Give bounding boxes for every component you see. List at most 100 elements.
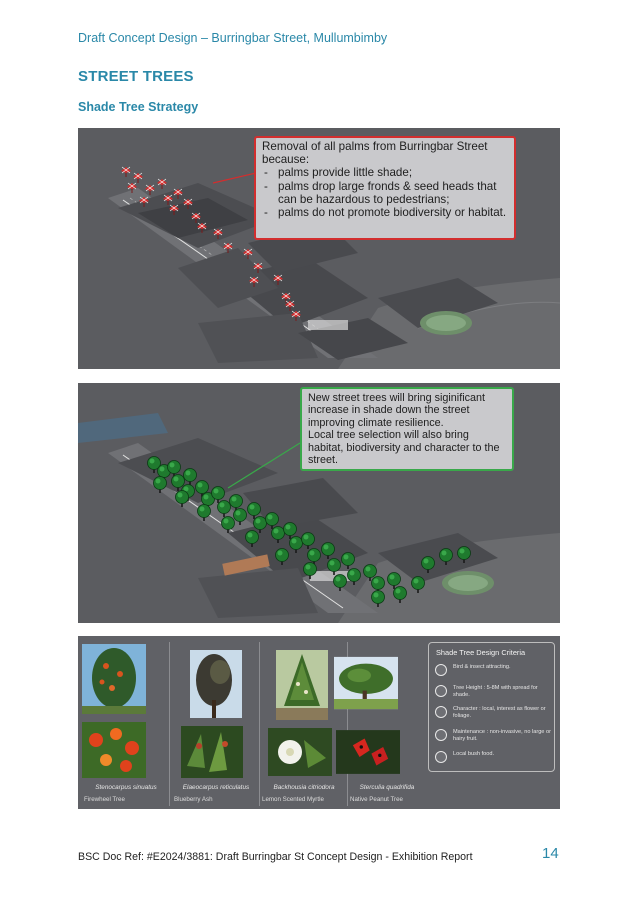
plant-photo <box>190 650 242 718</box>
palm-reasons-list: palms provide little shade; palms drop l… <box>262 166 508 219</box>
plant-scientific-name: Elaeocarpus reticulatus <box>182 784 250 791</box>
tree-marker-icon <box>197 504 211 521</box>
tree-marker-icon <box>421 556 435 573</box>
tree-marker-icon <box>371 590 385 607</box>
footer-doc-ref: BSC Doc Ref: #E2024/3881: Draft Burringb… <box>78 851 473 863</box>
document-header: Draft Concept Design – Burringbar Street… <box>78 31 388 45</box>
criteria-text: Maintenance : non-invasive, no large or … <box>453 729 551 742</box>
tree-marker-icon <box>211 486 225 503</box>
tree-marker-icon <box>233 508 247 525</box>
tree-marker-icon <box>275 548 289 565</box>
plant-common-name: Firewheel Tree <box>84 796 125 803</box>
section-title: STREET TREES <box>78 68 194 85</box>
plant-common-name: Native Peanut Tree <box>350 796 403 803</box>
palm-removal-diagram: Removal of all palms from Burringbar Str… <box>78 128 560 369</box>
tree-marker-icon <box>333 574 347 591</box>
tree-species-panel: Stenocarpus sinuatus Firewheel Tree Elae… <box>78 636 560 809</box>
criteria-title: Shade Tree Design Criteria <box>436 648 526 657</box>
plant-card: Backhousia citriodora Lemon Scented Myrt… <box>260 642 348 806</box>
subsection-title: Shade Tree Strategy <box>78 100 199 114</box>
character-icon <box>435 706 447 718</box>
tree-marker-icon <box>411 576 425 593</box>
tree-marker-icon <box>301 532 315 549</box>
criteria-text: Character : local, interest as flower or… <box>453 706 546 719</box>
tree-marker-icon <box>371 576 385 593</box>
plant-flower-photo <box>268 728 332 776</box>
tree-marker-icon <box>183 468 197 485</box>
palm-marker-icon <box>223 242 233 253</box>
palm-marker-icon <box>121 166 131 177</box>
palm-marker-icon <box>169 204 179 215</box>
callout-text-shade: New street trees will bring siginificant… <box>308 392 486 429</box>
criteria-text: Local bush food. <box>453 751 495 757</box>
plant-photo <box>276 650 328 720</box>
palm-marker-icon <box>197 222 207 233</box>
plant-leaf-photo <box>181 726 243 778</box>
palm-marker-icon <box>133 172 143 183</box>
tree-marker-icon <box>167 460 181 477</box>
tree-marker-icon <box>247 502 261 519</box>
new-trees-callout: New street trees will bring siginificant… <box>300 387 514 471</box>
tree-marker-icon <box>147 456 161 473</box>
tree-marker-icon <box>307 548 321 565</box>
plant-photo <box>334 656 398 710</box>
plant-flower-photo <box>82 722 146 778</box>
palm-marker-icon <box>191 212 201 223</box>
plant-common-name: Blueberry Ash <box>174 796 213 803</box>
palm-marker-icon <box>243 248 253 259</box>
tree-marker-icon <box>321 542 335 559</box>
plant-fruit-photo <box>336 730 400 774</box>
callout-intro: Removal of all palms from Burringbar Str… <box>262 140 488 167</box>
bird-icon <box>435 664 447 676</box>
plant-scientific-name: Backhousia citriodora <box>273 784 335 791</box>
tree-marker-icon <box>303 562 317 579</box>
palm-removal-callout: Removal of all palms from Burringbar Str… <box>254 136 516 240</box>
tree-marker-icon <box>217 500 231 517</box>
tree-marker-icon <box>245 530 259 547</box>
palm-marker-icon <box>213 228 223 239</box>
page-number: 14 <box>542 845 559 862</box>
palm-marker-icon <box>127 182 137 193</box>
tree-marker-icon <box>393 586 407 603</box>
tree-marker-icon <box>265 512 279 529</box>
palm-marker-icon <box>173 188 183 199</box>
tree-marker-icon <box>363 564 377 581</box>
tree-height-icon <box>435 685 447 697</box>
tree-marker-icon <box>327 558 341 575</box>
design-criteria-box: Shade Tree Design Criteria Bird & insect… <box>428 642 555 772</box>
palm-marker-icon <box>285 300 295 311</box>
palm-marker-icon <box>183 198 193 209</box>
palm-marker-icon <box>157 178 167 189</box>
tree-marker-icon <box>175 490 189 507</box>
tree-marker-icon <box>229 494 243 511</box>
tree-marker-icon <box>153 476 167 493</box>
palm-reason-item: palms provide little shade; <box>262 166 508 179</box>
criteria-text: Bird & insect attracting. <box>453 664 511 670</box>
callout-text-habitat: Local tree selection will also bring hab… <box>308 429 500 467</box>
plant-card: Sterculia quadrifida Native Peanut Tree <box>334 642 426 806</box>
criteria-text: Tree Height : 5-8M with spread for shade… <box>453 685 538 698</box>
local-food-icon <box>435 751 447 763</box>
plant-card: Elaeocarpus reticulatus Blueberry Ash <box>172 642 260 806</box>
palm-marker-icon <box>145 184 155 195</box>
tree-marker-icon <box>171 474 185 491</box>
tree-marker-icon <box>283 522 297 539</box>
palm-marker-icon <box>139 196 149 207</box>
tree-marker-icon <box>439 548 453 565</box>
tree-markers <box>147 456 471 607</box>
tree-marker-icon <box>221 516 235 533</box>
tree-marker-icon <box>457 546 471 563</box>
palm-marker-icon <box>291 310 301 321</box>
tree-marker-icon <box>341 552 355 569</box>
palm-marker-icon <box>253 262 263 273</box>
tree-marker-icon <box>387 572 401 589</box>
palm-marker-icon <box>163 194 173 205</box>
palm-reason-item: palms drop large fronds & seed heads tha… <box>262 180 508 206</box>
plant-scientific-name: Stenocarpus sinuatus <box>95 784 157 791</box>
palm-marker-icon <box>281 292 291 303</box>
palm-marker-icon <box>273 274 283 285</box>
maintenance-icon <box>435 729 447 741</box>
tree-marker-icon <box>347 568 361 585</box>
plant-card: Stenocarpus sinuatus Firewheel Tree <box>82 642 170 806</box>
palm-marker-icon <box>249 276 259 287</box>
